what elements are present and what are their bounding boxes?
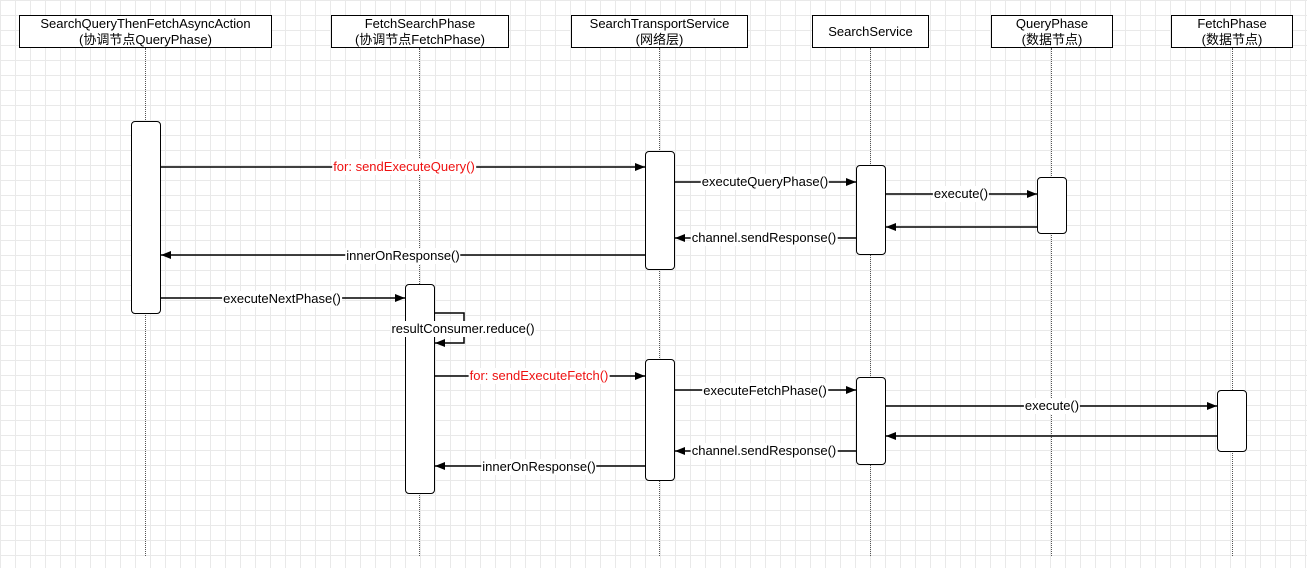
participant-name: FetchSearchPhase (364, 15, 476, 31)
activation-search-query-then-fetch (131, 121, 161, 314)
label-execute-next-phase: executeNextPhase() (222, 291, 342, 307)
participant-name: SearchService (828, 23, 913, 39)
label-send-execute-fetch: for: sendExecuteFetch() (468, 368, 610, 384)
label-execute-query-phase: executeQueryPhase() (700, 174, 830, 190)
label-execute-fetch-phase: executeFetchPhase() (702, 383, 828, 399)
label-result-consumer-reduce: resultConsumer.reduce() (390, 321, 536, 337)
activation-fetch-phase (1217, 390, 1247, 452)
label-execute-query: execute() (932, 186, 990, 202)
participant-subtitle: (网络层) (635, 31, 684, 47)
lifeline-query-phase (1051, 48, 1052, 556)
participant-subtitle: (数据节点) (1021, 31, 1083, 47)
participant-subtitle: (协调节点FetchPhase) (354, 31, 486, 47)
participant-name: SearchQueryThenFetchAsyncAction (40, 15, 251, 31)
lifeline-fetch-phase (1232, 48, 1233, 556)
participant-name: QueryPhase (1015, 15, 1089, 31)
participant-fetch-phase: FetchPhase (数据节点) (1171, 15, 1293, 48)
activation-query-phase (1037, 177, 1067, 234)
lifeline-search-transport-service (659, 48, 660, 556)
label-channel-send-response-fetch: channel.sendResponse() (690, 443, 838, 459)
participant-name: SearchTransportService (589, 15, 730, 31)
participant-name: FetchPhase (1197, 15, 1267, 31)
participant-query-phase: QueryPhase (数据节点) (991, 15, 1113, 48)
label-inner-on-response-query: innerOnResponse() (345, 248, 461, 264)
participant-fetch-search-phase: FetchSearchPhase (协调节点FetchPhase) (331, 15, 509, 48)
activation-search-service-query (856, 165, 886, 255)
label-inner-on-response-fetch: innerOnResponse() (481, 459, 597, 475)
activation-search-service-fetch (856, 377, 886, 465)
label-execute-fetch: execute() (1023, 398, 1081, 414)
participant-search-transport-service: SearchTransportService (网络层) (571, 15, 748, 48)
activation-transport-query (645, 151, 675, 270)
participant-search-service: SearchService (812, 15, 929, 48)
label-send-execute-query: for: sendExecuteQuery() (332, 159, 476, 175)
lifeline-search-service (870, 48, 871, 556)
activation-fetch-search-phase (405, 284, 435, 494)
participant-subtitle: (协调节点QueryPhase) (79, 31, 212, 47)
label-channel-send-response-query: channel.sendResponse() (690, 230, 838, 246)
participant-search-query-then-fetch: SearchQueryThenFetchAsyncAction (协调节点Que… (19, 15, 272, 48)
activation-transport-fetch (645, 359, 675, 481)
participant-subtitle: (数据节点) (1201, 31, 1263, 47)
